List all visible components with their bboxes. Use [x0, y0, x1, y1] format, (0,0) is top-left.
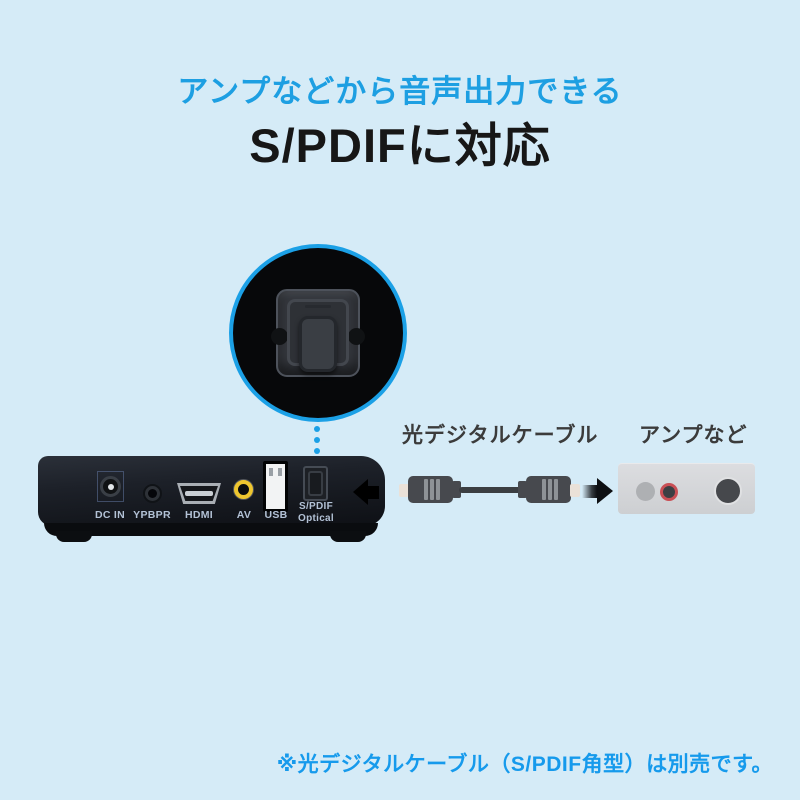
dc-in-pin: [107, 483, 114, 490]
media-player-rear-panel: DC IN YPBPR HDMI AV USB S/PDIF Optical: [38, 456, 385, 526]
connector-ridge: [548, 479, 552, 500]
connector-ridge: [430, 479, 434, 500]
toslink-optical-port-icon: [271, 289, 365, 377]
cable-plug-tip-right: [570, 484, 580, 497]
device-foot-left: [56, 531, 92, 542]
cable-wire: [459, 487, 521, 493]
arrow-left-into-device-icon: [353, 479, 379, 505]
amp-rca-port: [660, 483, 678, 501]
toslink-notch-left: [271, 328, 288, 345]
amp-volume-knob: [714, 477, 742, 505]
cable-collar-right: [518, 481, 527, 498]
cable-connector-right: [526, 476, 571, 503]
hdmi-contact-bar: [185, 491, 213, 496]
toslink-port-opening: [287, 299, 349, 372]
connector-ridge: [554, 479, 558, 500]
toslink-notch-right: [348, 328, 365, 345]
arrow-left-head: [353, 479, 368, 505]
usb-port: [263, 461, 288, 512]
optical-digital-cable-icon: [399, 476, 580, 504]
spdif-optical-port: [303, 466, 328, 501]
arrow-right-head: [597, 478, 613, 504]
connector-ridge: [424, 479, 428, 500]
ypbpr-jack-hole: [148, 489, 157, 498]
hdmi-port: [177, 483, 221, 504]
dc-in-jack-icon: [100, 476, 121, 497]
connector-ridge: [436, 479, 440, 500]
amplifier-icon: [618, 463, 755, 521]
usb-contact-slot: [278, 468, 282, 476]
port-label-spdif-line1: S/PDIF: [298, 501, 334, 512]
page-subtitle: アンプなどから音声出力できる: [177, 74, 623, 109]
ypbpr-port: [143, 484, 162, 503]
toslink-tab: [305, 305, 331, 308]
port-label-hdmi: HDMI: [184, 509, 214, 521]
page-title: S/PDIFに対応: [249, 119, 551, 172]
connector-ridge: [542, 479, 546, 500]
port-label-dc-in: DC IN: [94, 509, 126, 521]
amp-label: アンプなど: [639, 424, 748, 447]
port-label-spdif-line2: Optical: [298, 512, 334, 524]
dc-in-port: [97, 471, 124, 502]
port-label-usb: USB: [264, 509, 288, 521]
spdif-port-callout-circle: [229, 244, 407, 422]
device-bottom-lip: [44, 523, 378, 536]
port-label-spdif: S/PDIF Optical: [298, 501, 334, 524]
footer-note: ※光デジタルケーブル（S/PDIF角型）は別売です。: [276, 753, 773, 776]
arrow-right-to-amp-icon: [582, 478, 613, 504]
spdif-port-inner: [308, 471, 323, 496]
usb-contact-slot: [269, 468, 273, 476]
amp-foot-left: [637, 513, 660, 521]
cable-label: 光デジタルケーブル: [402, 424, 599, 447]
port-label-av: AV: [236, 509, 252, 521]
arrow-left-tail: [368, 485, 379, 499]
av-port: [234, 480, 253, 499]
usb-tongue: [266, 464, 285, 509]
cable-connector-left: [408, 476, 453, 503]
cable-plug-tip-left: [399, 484, 409, 497]
arrow-right-tail: [582, 484, 597, 498]
amp-foot-right: [720, 513, 743, 521]
device-foot-right: [330, 531, 366, 542]
toslink-shutter-door: [299, 316, 337, 372]
amp-input-port: [636, 482, 655, 501]
port-label-ypbpr: YPBPR: [133, 509, 171, 521]
cable-collar-left: [452, 481, 461, 498]
